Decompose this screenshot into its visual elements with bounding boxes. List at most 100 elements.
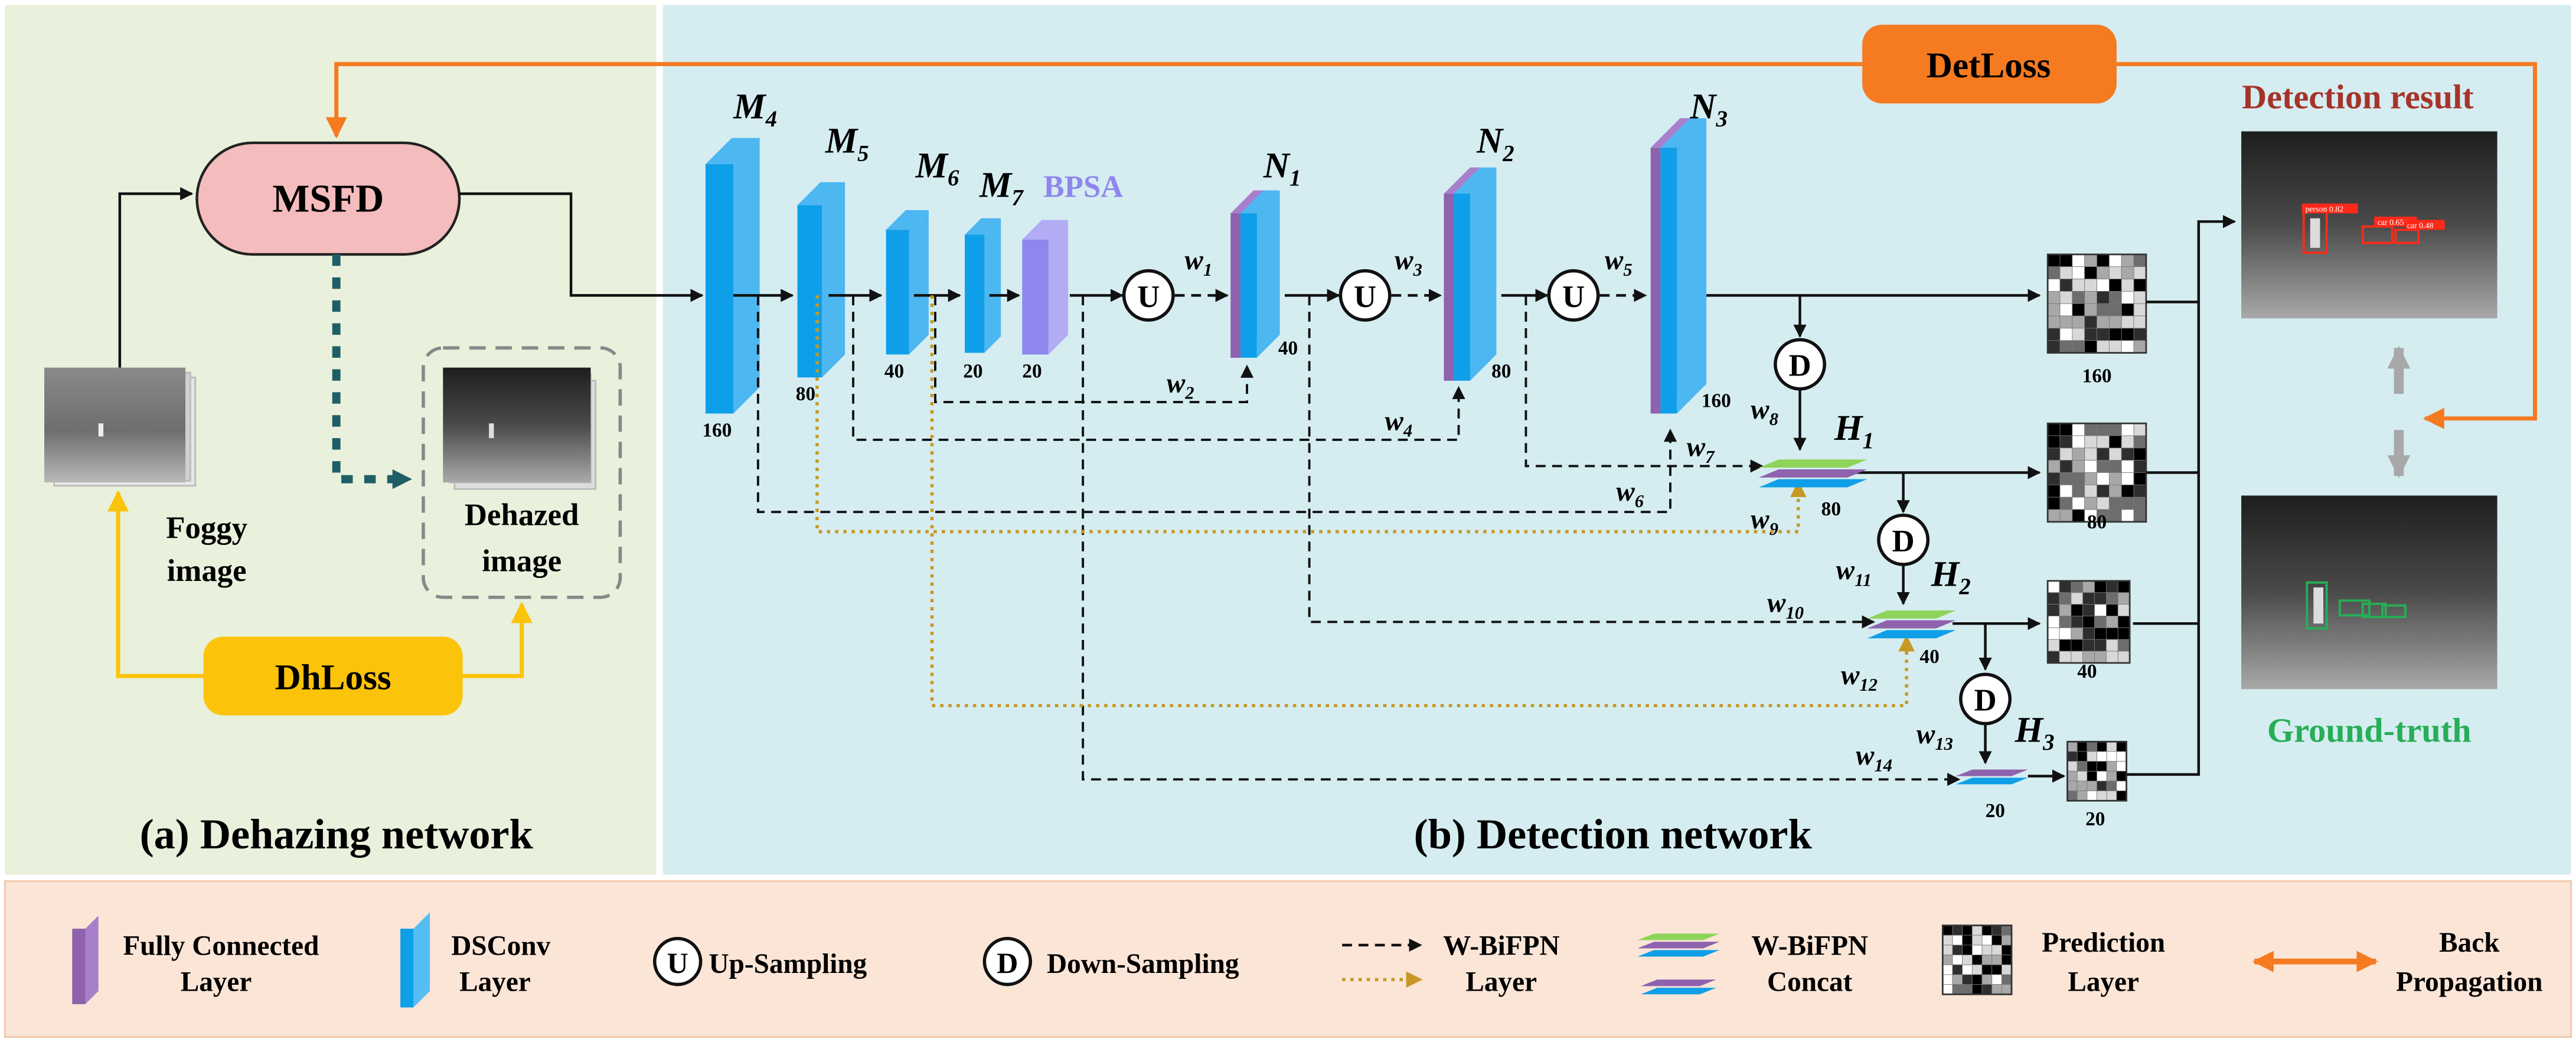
ground-truth-image (2241, 495, 2497, 690)
w10-label: w10 (1767, 588, 1804, 623)
legend-pred-1: Prediction (2042, 927, 2165, 958)
block-M7 (965, 218, 1001, 353)
dhloss-box (203, 636, 463, 716)
M6-label: M6 (915, 146, 959, 191)
N1-size: 40 (1278, 337, 1298, 359)
legend-panel (4, 880, 2572, 1038)
dhloss-label: DhLoss (275, 658, 391, 697)
skip-N2-H1 (1524, 295, 1764, 473)
pred-grid-40 (2046, 580, 2131, 664)
ground-truth-label: Ground-truth (2267, 711, 2471, 749)
msfd-to-dehazed-arrow (332, 254, 413, 489)
N2-label: N2 (1476, 122, 1514, 166)
downsample-2: D (1877, 513, 1930, 566)
M4-label: M4 (733, 87, 777, 132)
legend-prediction-icon (1941, 925, 2013, 995)
pred-40-size: 40 (2077, 661, 2097, 682)
upsample-1: U (1122, 269, 1175, 322)
dehazed-image (443, 367, 597, 490)
w7-label: w7 (1687, 432, 1716, 467)
legend-down-icon: D (982, 936, 1032, 987)
H3-label: H3 (2015, 710, 2055, 755)
legend-dsconv-1: DSConv (451, 931, 550, 962)
svg-text:U: U (1354, 280, 1376, 314)
svg-text:U: U (667, 946, 688, 979)
pred-160-size: 160 (2082, 365, 2112, 387)
concat-H3 (1955, 769, 2028, 785)
foggy-image (44, 367, 197, 487)
legend-pred-grid (1941, 925, 2013, 995)
svg-text:U: U (1562, 280, 1585, 314)
pred-merge-line (2126, 300, 2200, 776)
legend-backprop-1: Back (2439, 927, 2500, 958)
N3-size: 160 (1702, 390, 1731, 411)
detection-panel-title: (b) Detection network (1414, 811, 1813, 858)
legend-wbifpn-2: Layer (1465, 967, 1537, 998)
BPSA-size: 20 (1022, 360, 1041, 382)
H3-size: 20 (1986, 800, 2005, 822)
prediction-layers (2046, 253, 2147, 802)
result-box-label-3: car 0.48 (2407, 221, 2434, 230)
w2-label: w2 (1167, 368, 1194, 403)
dotted-M5-H1 (815, 295, 1807, 534)
w11-label: w11 (1836, 555, 1872, 590)
result-box-label-1: person 0.82 (2305, 205, 2343, 214)
concat-H1 (1759, 459, 1867, 488)
block-N2 (1444, 167, 1497, 381)
M7-size: 20 (963, 360, 982, 382)
downsample-3: D (1959, 672, 2012, 726)
legend-dsconv-icon (400, 912, 430, 1008)
w4-label: w4 (1385, 406, 1412, 440)
pred-20-size: 20 (2085, 808, 2105, 830)
svg-text:D: D (1974, 683, 1996, 717)
N3-label: N3 (1689, 87, 1728, 132)
legend-up-label: Up-Sampling (709, 949, 867, 979)
w3-label: w3 (1395, 245, 1422, 280)
w8-label: w8 (1751, 394, 1778, 429)
concat-H2 (1867, 610, 1956, 639)
legend-up-icon: U (653, 936, 703, 987)
pred-grid-160 (2046, 253, 2147, 354)
w5-label: w5 (1605, 245, 1633, 280)
result-box-label-2: car 0.65 (2378, 218, 2404, 227)
svg-text:U: U (1137, 280, 1160, 314)
block-N1-blue (1240, 190, 1280, 358)
legend-dsconv-2: Layer (459, 967, 531, 998)
legend-concat-1: W-BiFPN (1751, 931, 1868, 962)
w13-label: w13 (1917, 719, 1953, 754)
detloss-from-compare-arrow (2116, 62, 2537, 429)
dehazing-panel-title: (a) Dehazing network (140, 811, 534, 858)
M6-size: 40 (884, 360, 904, 382)
legend-fc-icon (72, 915, 99, 1004)
skip-M6-N1 (934, 295, 1254, 403)
msfd-module (195, 141, 461, 256)
dehazed-frame (422, 346, 622, 599)
legend-fc-1: Fully Connected (123, 931, 319, 962)
pred-80-size: 80 (2087, 511, 2107, 533)
svg-text:D: D (1892, 524, 1915, 558)
foggy-to-msfd-arrow (118, 187, 194, 368)
skip-M4-N3 (756, 295, 1677, 514)
H2-label: H2 (1931, 554, 1971, 599)
merge-to-result-arrow (2197, 215, 2237, 302)
skip-M5-N2 (852, 295, 1465, 441)
foggy-label-1: Foggy (166, 511, 247, 546)
dotted-M6-H2 (930, 295, 1915, 707)
N1-label: N1 (1263, 146, 1301, 191)
detloss-box (1862, 24, 2117, 104)
pred-grid-80 (2046, 422, 2147, 523)
upsample-3: U (1547, 269, 1600, 322)
detloss-label: DetLoss (1927, 46, 2051, 86)
svg-text:D: D (997, 946, 1018, 979)
bpsa-label: BPSA (1043, 170, 1123, 204)
M4-size: 160 (702, 419, 732, 441)
legend-down-label: Down-Sampling (1047, 949, 1239, 979)
w14-label: w14 (1856, 740, 1892, 775)
H1-label: H1 (1834, 409, 1874, 453)
legend-pred-2: Layer (2068, 967, 2139, 998)
legend-backprop-2: Propagation (2396, 967, 2542, 998)
svg-text:D: D (1788, 349, 1811, 383)
block-N2-blue (1454, 167, 1497, 381)
legend-fc-2: Layer (181, 967, 252, 998)
H2-size: 40 (1919, 646, 1939, 668)
